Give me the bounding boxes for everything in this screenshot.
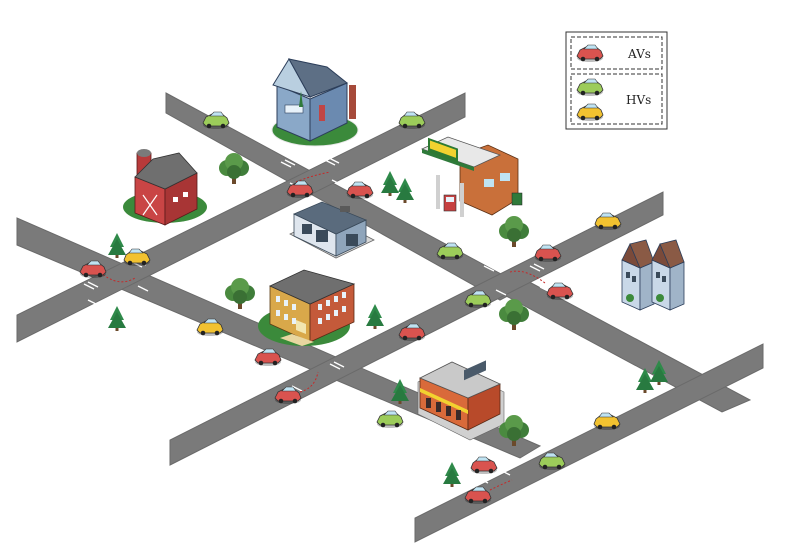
trajectory-center — [299, 371, 319, 393]
pine-tree-icon — [443, 462, 461, 487]
road-nw-1 — [165, 92, 527, 301]
pine-tree-icon — [381, 171, 399, 196]
tree-icon — [499, 216, 529, 247]
trajectory-right — [509, 270, 546, 284]
pine-tree-icon — [108, 306, 126, 331]
crosswalk-bottom — [477, 469, 511, 484]
tree-icon — [225, 278, 255, 309]
pine-tree-icon — [108, 233, 126, 258]
legend-hv-group — [570, 73, 663, 125]
house-icon — [271, 58, 359, 147]
av-car-icon — [546, 282, 574, 301]
hv-car-icon — [593, 412, 621, 431]
av-car-icon — [346, 181, 374, 200]
hv-car-icon — [376, 410, 404, 429]
av-car-icon — [470, 456, 498, 475]
barn-icon — [123, 149, 207, 226]
school-icon — [258, 269, 356, 346]
tree-icon — [219, 153, 249, 184]
townhouses-icon — [621, 239, 685, 311]
road-network — [16, 92, 764, 543]
legend-hv-label: HVs — [626, 93, 651, 107]
road-ne-1 — [16, 92, 466, 343]
trajectory-top — [295, 171, 331, 183]
crosswalk-right — [483, 263, 551, 296]
trajectory-bottom — [489, 479, 513, 491]
pine-tree-icon — [366, 304, 384, 329]
crosswalks — [83, 157, 551, 484]
legend-av-group — [570, 36, 663, 70]
legend: AVs HVs — [565, 31, 668, 130]
gas-station-icon — [420, 136, 523, 217]
crosswalk-center — [282, 361, 347, 392]
garage-icon — [289, 201, 375, 259]
road-ne-3 — [414, 343, 764, 543]
trajectories — [99, 171, 546, 491]
trajectory-left — [99, 271, 136, 283]
restaurant-icon — [417, 360, 505, 441]
pine-tree-icon — [396, 178, 414, 203]
legend-av-label: AVs — [627, 47, 651, 61]
